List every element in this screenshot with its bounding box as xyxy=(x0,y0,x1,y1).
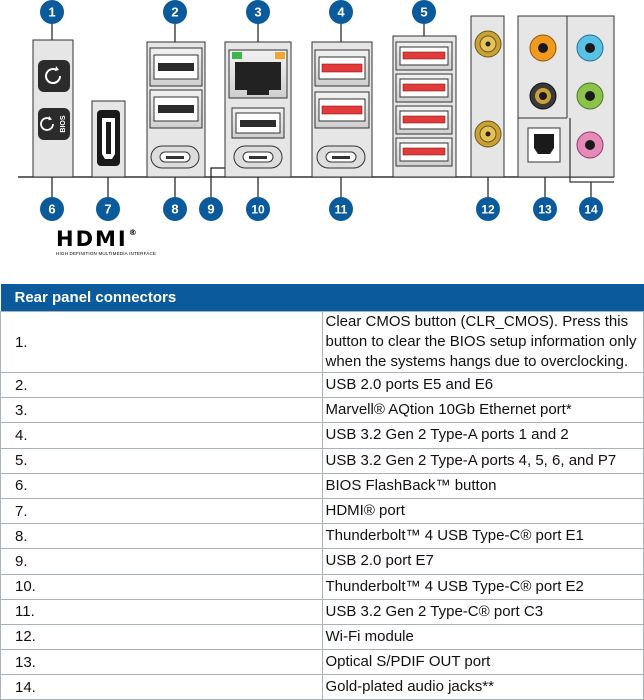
callout-13: 13 xyxy=(533,197,557,221)
callout-1: 1 xyxy=(40,0,64,24)
row-description: USB 2.0 port E7 xyxy=(321,548,644,575)
row-description: Optical S/PDIF OUT port xyxy=(321,649,644,676)
callout-9: 9 xyxy=(199,197,223,221)
table-row: 4.USB 3.2 Gen 2 Type-A ports 1 and 2 xyxy=(0,422,644,449)
usb-c-port-8 xyxy=(150,145,200,169)
svg-text:14: 14 xyxy=(584,203,598,217)
row-description: Marvell® AQtion 10Gb Ethernet port* xyxy=(321,397,644,424)
audio-block xyxy=(517,15,615,183)
row-number: 11. xyxy=(0,598,323,625)
usb3-stack-5 xyxy=(392,35,457,178)
row-number: 2. xyxy=(0,371,323,399)
svg-text:9: 9 xyxy=(207,202,214,217)
svg-text:3: 3 xyxy=(254,5,261,20)
hdmi-logo-tagline: HIGH DEFINITION MULTIMEDIA INTERFACE xyxy=(56,251,157,256)
usb-c-port-11 xyxy=(316,145,366,169)
row-description: BIOS FlashBack™ button xyxy=(321,472,644,499)
table-row: 9.USB 2.0 port E7 xyxy=(0,548,644,575)
callout-7: 7 xyxy=(96,197,120,221)
svg-text:2: 2 xyxy=(171,5,178,20)
callout-4: 4 xyxy=(329,0,353,24)
row-number: 3. xyxy=(0,397,323,424)
row-description: USB 3.2 Gen 2 Type-A ports 1 and 2 xyxy=(321,422,644,449)
svg-text:8: 8 xyxy=(171,202,178,217)
refresh-icon xyxy=(40,116,54,131)
row-number: 12. xyxy=(0,623,323,651)
cmos-flashback-block: BIOS xyxy=(32,39,74,178)
table-row: 3.Marvell® AQtion 10Gb Ethernet port* xyxy=(0,397,644,424)
svg-text:12: 12 xyxy=(481,203,495,217)
table-row: 11.USB 3.2 Gen 2 Type-C® port C3 xyxy=(0,598,644,625)
row-description: Wi-Fi module xyxy=(321,623,644,651)
row-number: 14. xyxy=(0,674,323,700)
row-number: 5. xyxy=(0,447,323,474)
row-number: 7. xyxy=(0,497,323,525)
svg-text:11: 11 xyxy=(335,203,348,217)
table-row: 1.Clear CMOS button (CLR_CMOS). Press th… xyxy=(0,311,644,373)
table-header: Rear panel connectors xyxy=(0,284,644,312)
callout-5: 5 xyxy=(412,0,436,24)
table-row: 12.Wi-Fi module xyxy=(0,623,644,651)
table-row: 13.Optical S/PDIF OUT port xyxy=(0,649,644,676)
row-number: 9. xyxy=(0,548,323,575)
svg-text:4: 4 xyxy=(337,5,345,20)
row-description: Thunderbolt™ 4 USB Type-C® port E1 xyxy=(321,523,644,550)
bios-flashback-button xyxy=(38,108,70,140)
usb-c-port-10 xyxy=(233,145,283,169)
row-description: HDMI® port xyxy=(321,497,644,525)
svg-text:5: 5 xyxy=(420,5,427,20)
svg-text:10: 10 xyxy=(251,203,265,217)
row-description: USB 2.0 ports E5 and E6 xyxy=(321,371,644,399)
table-row: 8.Thunderbolt™ 4 USB Type-C® port E1 xyxy=(0,523,644,550)
table-row: 7.HDMI® port xyxy=(0,497,644,525)
row-description: USB 3.2 Gen 2 Type-A ports 4, 5, 6, and … xyxy=(321,447,644,474)
row-number: 1. xyxy=(0,311,323,373)
callout-11: 11 xyxy=(329,197,353,221)
row-number: 4. xyxy=(0,422,323,449)
hdmi-logo-trademark: ® xyxy=(128,228,137,237)
svg-text:7: 7 xyxy=(104,202,111,217)
row-description: USB 3.2 Gen 2 Type-C® port C3 xyxy=(321,598,644,625)
row-description: Clear CMOS button (CLR_CMOS). Press this… xyxy=(321,311,644,373)
callout-3: 3 xyxy=(246,0,270,24)
rear-panel-diagram: BIOS xyxy=(18,0,615,221)
callout-10: 10 xyxy=(246,197,270,221)
row-number: 6. xyxy=(0,472,323,499)
svg-text:13: 13 xyxy=(538,203,552,217)
callout-14: 14 xyxy=(579,197,603,221)
callout-6: 6 xyxy=(40,197,64,221)
table-row: 6.BIOS FlashBack™ button xyxy=(0,472,644,499)
callout-markers: 1 2 3 4 5 6 7 8 9 10 11 12 13 14 xyxy=(40,0,603,221)
svg-text:1: 1 xyxy=(48,5,55,20)
row-description: Gold-plated audio jacks** xyxy=(321,674,644,700)
callout-12: 12 xyxy=(476,197,500,221)
row-number: 13. xyxy=(0,649,323,676)
row-number: 10. xyxy=(0,573,323,600)
clear-cmos-button xyxy=(38,60,70,92)
bios-button-label: BIOS xyxy=(60,115,67,132)
table-row: 14.Gold-plated audio jacks** xyxy=(0,674,644,700)
callout-2: 2 xyxy=(163,0,187,24)
row-description: Thunderbolt™ 4 USB Type-C® port E2 xyxy=(321,573,644,600)
table-row: 2.USB 2.0 ports E5 and E6 xyxy=(0,371,644,399)
table-row: 10.Thunderbolt™ 4 USB Type-C® port E2 xyxy=(0,573,644,600)
hdmi-logo-word: HDMI xyxy=(56,227,128,251)
rear-panel-connectors-table: Rear panel connectors 1.Clear CMOS butto… xyxy=(0,284,644,700)
table-row: 5.USB 3.2 Gen 2 Type-A ports 4, 5, 6, an… xyxy=(0,447,644,474)
wifi-module xyxy=(470,15,505,178)
row-number: 8. xyxy=(0,523,323,550)
hdmi-logo: HDMI® HIGH DEFINITION MULTIMEDIA INTERFA… xyxy=(56,228,166,256)
refresh-icon xyxy=(45,66,62,85)
hdmi-port xyxy=(91,100,126,178)
callout-8: 8 xyxy=(163,197,187,221)
svg-text:6: 6 xyxy=(48,202,55,217)
